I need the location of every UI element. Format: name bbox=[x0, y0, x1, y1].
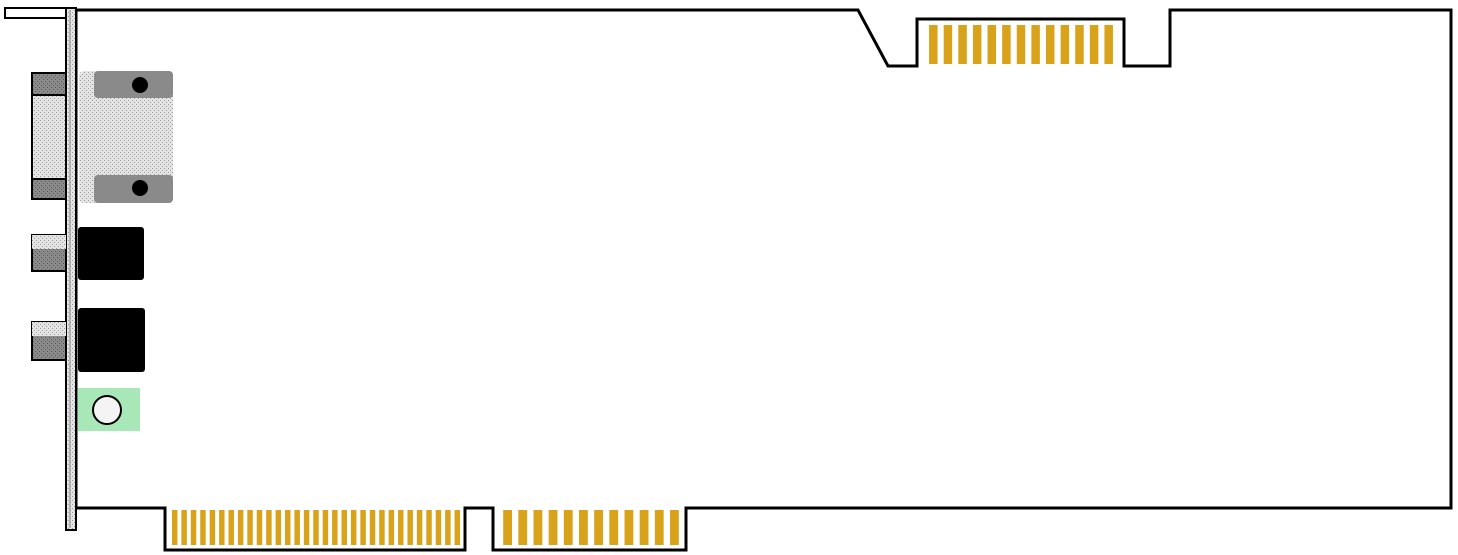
edge-contact bbox=[518, 510, 528, 545]
edge-contact bbox=[1045, 25, 1055, 64]
edge-contact bbox=[609, 510, 619, 545]
bottom-edge-connector-right bbox=[503, 510, 679, 545]
edge-contact bbox=[435, 510, 442, 545]
status-led bbox=[78, 388, 140, 431]
audio-jack-2 bbox=[31, 308, 145, 372]
d-sub-connector-icon bbox=[31, 71, 173, 203]
edge-contact bbox=[929, 25, 938, 64]
edge-contact bbox=[294, 510, 300, 545]
edge-contact bbox=[313, 510, 319, 545]
edge-contact bbox=[388, 510, 395, 545]
edge-contact bbox=[407, 510, 413, 545]
edge-contact bbox=[654, 510, 664, 545]
edge-contact bbox=[190, 510, 197, 545]
edge-contact bbox=[579, 510, 588, 545]
edge-contact bbox=[322, 510, 329, 545]
edge-contact bbox=[228, 510, 234, 545]
edge-contact bbox=[987, 25, 997, 64]
edge-contact bbox=[285, 510, 291, 545]
d-sub-screw-top bbox=[132, 77, 148, 93]
edge-contact bbox=[1031, 25, 1040, 64]
audio-jack-1 bbox=[31, 227, 144, 280]
audio-jack-icon bbox=[31, 227, 144, 280]
edge-contact bbox=[670, 510, 679, 545]
edge-contact bbox=[1016, 25, 1026, 64]
edge-contact bbox=[533, 510, 543, 545]
edge-contact bbox=[1104, 25, 1113, 64]
edge-contact bbox=[639, 510, 649, 545]
edge-contact bbox=[398, 510, 404, 545]
edge-contact bbox=[1075, 25, 1084, 64]
edge-contact bbox=[943, 25, 953, 64]
edge-contact bbox=[247, 510, 253, 545]
edge-contact bbox=[454, 510, 461, 545]
edge-contact bbox=[426, 510, 432, 545]
edge-contact bbox=[548, 510, 558, 545]
d-sub-screw-bottom bbox=[132, 180, 148, 196]
edge-contact bbox=[445, 510, 451, 545]
edge-contact bbox=[624, 510, 634, 545]
card-board-outline bbox=[74, 8, 1453, 552]
edge-contact bbox=[594, 510, 603, 545]
edge-contact bbox=[360, 510, 366, 545]
edge-contact bbox=[237, 510, 244, 545]
edge-contact bbox=[256, 510, 263, 545]
edge-contact bbox=[171, 510, 178, 545]
audio-jack-icon bbox=[31, 308, 145, 372]
edge-contact bbox=[379, 510, 385, 545]
bottom-edge-connector-left bbox=[171, 510, 461, 545]
edge-contact bbox=[303, 510, 310, 545]
edge-contact bbox=[332, 510, 338, 545]
edge-contact bbox=[563, 510, 573, 545]
edge-contact bbox=[200, 510, 206, 545]
edge-contact bbox=[219, 510, 225, 545]
d-sub-port bbox=[31, 71, 173, 203]
edge-contact bbox=[341, 510, 347, 545]
edge-contact bbox=[958, 25, 967, 64]
edge-contact bbox=[181, 510, 187, 545]
edge-contact bbox=[1002, 25, 1011, 64]
edge-contact bbox=[350, 510, 357, 545]
edge-contact bbox=[275, 510, 282, 545]
edge-contact bbox=[266, 510, 272, 545]
bracket-plate bbox=[65, 7, 77, 531]
edge-contact bbox=[416, 510, 423, 545]
edge-contact bbox=[1060, 25, 1070, 64]
top-edge-connector bbox=[929, 25, 1113, 64]
edge-contact bbox=[972, 25, 982, 64]
edge-contact bbox=[503, 510, 512, 545]
edge-contact bbox=[1089, 25, 1099, 64]
edge-contact bbox=[209, 510, 216, 545]
edge-contact bbox=[369, 510, 376, 545]
led-icon bbox=[78, 388, 140, 431]
